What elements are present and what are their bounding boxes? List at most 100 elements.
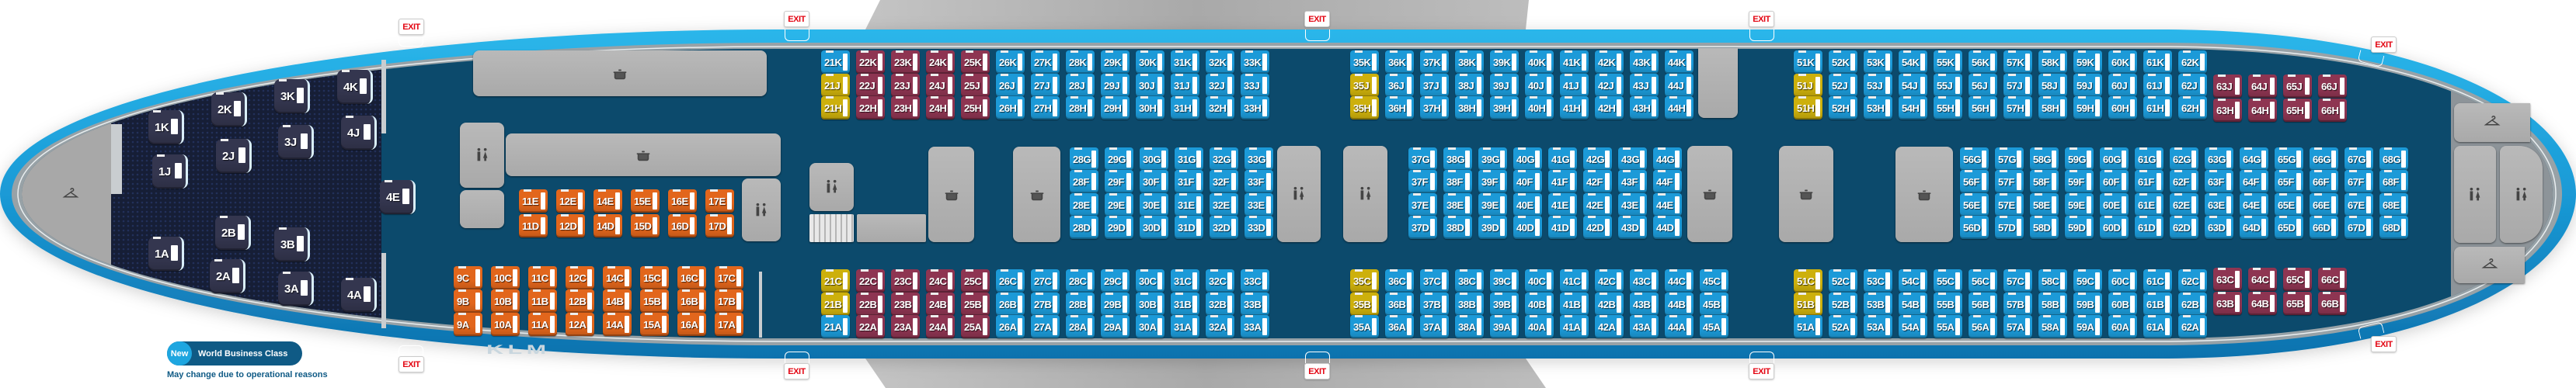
seat-35J[interactable]: 35J bbox=[1350, 74, 1379, 97]
seat-14C[interactable]: 14C bbox=[603, 266, 632, 289]
seat-68E[interactable]: 68E bbox=[2379, 193, 2408, 217]
seat-59A[interactable]: 59A bbox=[2073, 315, 2102, 338]
seat-66B[interactable]: 66B bbox=[2318, 292, 2347, 315]
seat-35K[interactable]: 35K bbox=[1350, 50, 1379, 74]
seat-66C[interactable]: 66C bbox=[2318, 268, 2347, 291]
seat-25C[interactable]: 25C bbox=[961, 269, 990, 293]
seat-63E[interactable]: 63E bbox=[2205, 193, 2233, 217]
seat-39F[interactable]: 39F bbox=[1478, 170, 1507, 193]
seat-63D[interactable]: 63D bbox=[2205, 216, 2233, 239]
seat-57C[interactable]: 57C bbox=[2003, 269, 2032, 293]
seat-39B[interactable]: 39B bbox=[1490, 293, 1519, 316]
seat-51C[interactable]: 51C bbox=[1794, 269, 1822, 293]
seat-51H[interactable]: 51H bbox=[1794, 96, 1822, 120]
seat-60F[interactable]: 60F bbox=[2100, 170, 2129, 193]
seat-26B[interactable]: 26B bbox=[996, 293, 1025, 316]
seat-30H[interactable]: 30H bbox=[1136, 96, 1164, 120]
seat-27J[interactable]: 27J bbox=[1031, 74, 1060, 97]
seat-31D[interactable]: 31D bbox=[1175, 216, 1203, 239]
seat-40G[interactable]: 40G bbox=[1513, 147, 1542, 171]
seat-67F[interactable]: 67F bbox=[2345, 170, 2373, 193]
seat-65J[interactable]: 65J bbox=[2283, 74, 2312, 98]
seat-24B[interactable]: 24B bbox=[926, 293, 955, 316]
seat-39A[interactable]: 39A bbox=[1490, 315, 1519, 338]
seat-65D[interactable]: 65D bbox=[2275, 216, 2303, 239]
seat-66G[interactable]: 66G bbox=[2310, 147, 2338, 171]
seat-31A[interactable]: 31A bbox=[1171, 315, 1199, 338]
seat-59F[interactable]: 59F bbox=[2065, 170, 2094, 193]
seat-25B[interactable]: 25B bbox=[961, 293, 990, 316]
seat-44E[interactable]: 44E bbox=[1653, 193, 1682, 217]
seat-40A[interactable]: 40A bbox=[1525, 315, 1554, 338]
seat-29C[interactable]: 29C bbox=[1101, 269, 1130, 293]
seat-67G[interactable]: 67G bbox=[2345, 147, 2373, 171]
seat-27B[interactable]: 27B bbox=[1031, 293, 1060, 316]
seat-56A[interactable]: 56A bbox=[1969, 315, 1997, 338]
seat-28C[interactable]: 28C bbox=[1066, 269, 1095, 293]
seat-51A[interactable]: 51A bbox=[1794, 315, 1822, 338]
seat-30F[interactable]: 30F bbox=[1140, 170, 1168, 193]
seat-56J[interactable]: 56J bbox=[1969, 74, 1997, 97]
seat-29A[interactable]: 29A bbox=[1101, 315, 1130, 338]
seat-60E[interactable]: 60E bbox=[2100, 193, 2129, 217]
seat-64B[interactable]: 64B bbox=[2248, 292, 2277, 315]
seat-25J[interactable]: 25J bbox=[961, 74, 990, 97]
seat-67D[interactable]: 67D bbox=[2345, 216, 2373, 239]
seat-35B[interactable]: 35B bbox=[1350, 293, 1379, 316]
seat-56B[interactable]: 56B bbox=[1969, 293, 1997, 316]
seat-41C[interactable]: 41C bbox=[1560, 269, 1589, 293]
seat-16B[interactable]: 16B bbox=[677, 289, 706, 313]
seat-30B[interactable]: 30B bbox=[1136, 293, 1164, 316]
seat-38H[interactable]: 38H bbox=[1455, 96, 1484, 120]
seat-24H[interactable]: 24H bbox=[926, 96, 955, 120]
seat-61K[interactable]: 61K bbox=[2143, 50, 2172, 74]
seat-30D[interactable]: 30D bbox=[1140, 216, 1168, 239]
seat-38F[interactable]: 38F bbox=[1443, 170, 1472, 193]
seat-52H[interactable]: 52H bbox=[1829, 96, 1857, 120]
seat-31C[interactable]: 31C bbox=[1171, 269, 1199, 293]
seat-39J[interactable]: 39J bbox=[1490, 74, 1519, 97]
seat-4E[interactable]: 4E bbox=[380, 180, 416, 214]
seat-61G[interactable]: 61G bbox=[2135, 147, 2163, 171]
seat-35H[interactable]: 35H bbox=[1350, 96, 1379, 120]
seat-28B[interactable]: 28B bbox=[1066, 293, 1095, 316]
seat-54H[interactable]: 54H bbox=[1899, 96, 1927, 120]
seat-43F[interactable]: 43F bbox=[1618, 170, 1647, 193]
seat-59B[interactable]: 59B bbox=[2073, 293, 2102, 316]
seat-42B[interactable]: 42B bbox=[1595, 293, 1624, 316]
seat-51J[interactable]: 51J bbox=[1794, 74, 1822, 97]
seat-16D[interactable]: 16D bbox=[668, 214, 697, 237]
seat-33G[interactable]: 33G bbox=[1244, 147, 1273, 171]
seat-58A[interactable]: 58A bbox=[2038, 315, 2067, 338]
seat-62A[interactable]: 62A bbox=[2178, 315, 2207, 338]
seat-57E[interactable]: 57E bbox=[1995, 193, 2024, 217]
seat-39D[interactable]: 39D bbox=[1478, 216, 1507, 239]
seat-43B[interactable]: 43B bbox=[1630, 293, 1659, 316]
seat-37F[interactable]: 37F bbox=[1408, 170, 1437, 193]
seat-2B[interactable]: 2B bbox=[215, 216, 251, 250]
seat-33B[interactable]: 33B bbox=[1241, 293, 1269, 316]
seat-31G[interactable]: 31G bbox=[1175, 147, 1203, 171]
seat-62F[interactable]: 62F bbox=[2170, 170, 2198, 193]
seat-55K[interactable]: 55K bbox=[1934, 50, 1962, 74]
seat-65H[interactable]: 65H bbox=[2283, 99, 2312, 122]
seat-41J[interactable]: 41J bbox=[1560, 74, 1589, 97]
seat-23C[interactable]: 23C bbox=[891, 269, 920, 293]
seat-28F[interactable]: 28F bbox=[1070, 170, 1098, 193]
seat-59E[interactable]: 59E bbox=[2065, 193, 2094, 217]
seat-12B[interactable]: 12B bbox=[566, 289, 594, 313]
seat-9A[interactable]: 9A bbox=[454, 313, 482, 336]
seat-36B[interactable]: 36B bbox=[1385, 293, 1414, 316]
seat-16E[interactable]: 16E bbox=[668, 189, 697, 213]
seat-63B[interactable]: 63B bbox=[2213, 292, 2242, 315]
seat-32B[interactable]: 32B bbox=[1206, 293, 1234, 316]
seat-33A[interactable]: 33A bbox=[1241, 315, 1269, 338]
seat-43K[interactable]: 43K bbox=[1630, 50, 1659, 74]
seat-24K[interactable]: 24K bbox=[926, 50, 955, 74]
seat-26K[interactable]: 26K bbox=[996, 50, 1025, 74]
seat-28H[interactable]: 28H bbox=[1066, 96, 1095, 120]
seat-32J[interactable]: 32J bbox=[1206, 74, 1234, 97]
seat-33K[interactable]: 33K bbox=[1241, 50, 1269, 74]
seat-65C[interactable]: 65C bbox=[2283, 268, 2312, 291]
seat-58K[interactable]: 58K bbox=[2038, 50, 2067, 74]
